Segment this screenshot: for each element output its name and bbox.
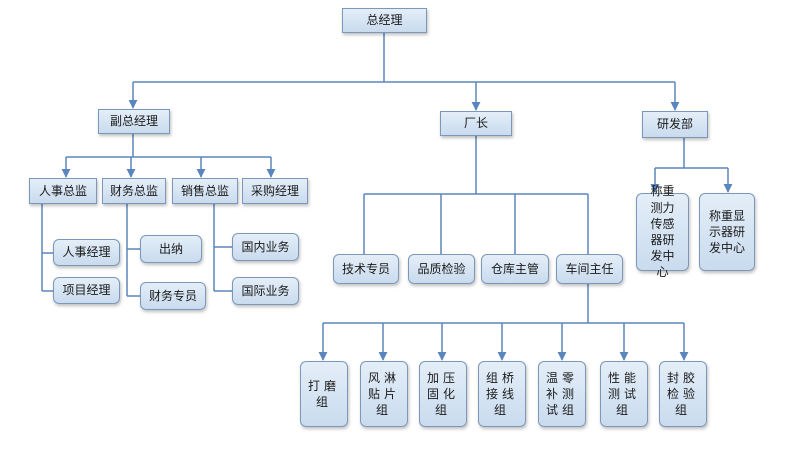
- node-tech-specialist: 技术专员: [333, 254, 399, 284]
- node-hr-director: 人事总监: [29, 178, 97, 204]
- node-intl-business: 国际业务: [232, 277, 299, 305]
- node-project-manager: 项目经理: [53, 277, 120, 304]
- node-sensor-center: 称重测力传感器研发中心: [636, 184, 689, 279]
- node-ceo: 总经理: [342, 8, 427, 33]
- node-display-center: 称重显示器研发中心: [699, 193, 755, 271]
- node-temp-zero-group: 温零补测试组: [538, 361, 586, 427]
- node-finance-director: 财务总监: [102, 178, 166, 204]
- node-rnd-dept: 研发部: [642, 111, 708, 138]
- node-press-cure-group: 加压固化组: [419, 361, 467, 427]
- node-finance-specialist: 财务专员: [140, 282, 206, 310]
- node-domestic-business: 国内业务: [232, 233, 299, 261]
- node-purchasing-manager: 采购经理: [242, 178, 308, 204]
- node-hr-manager: 人事经理: [53, 239, 120, 266]
- node-warehouse-supervisor: 仓库主管: [481, 254, 549, 284]
- node-quality-inspection: 品质检验: [408, 254, 475, 284]
- node-deputy-gm: 副总经理: [98, 109, 170, 134]
- node-workshop-director: 车间主任: [556, 254, 623, 284]
- node-performance-test-group: 性能测试组: [600, 361, 648, 427]
- node-grinding-group: 打磨组: [300, 361, 348, 427]
- node-shower-patch-group: 风淋贴片组: [360, 361, 408, 427]
- node-bridge-wiring-group: 组桥接线组: [478, 361, 526, 427]
- node-factory-director: 厂长: [440, 111, 512, 136]
- node-cashier: 出纳: [140, 235, 202, 263]
- node-sales-director: 销售总监: [172, 178, 238, 204]
- node-sealant-inspection-group: 封胶检验组: [659, 361, 707, 427]
